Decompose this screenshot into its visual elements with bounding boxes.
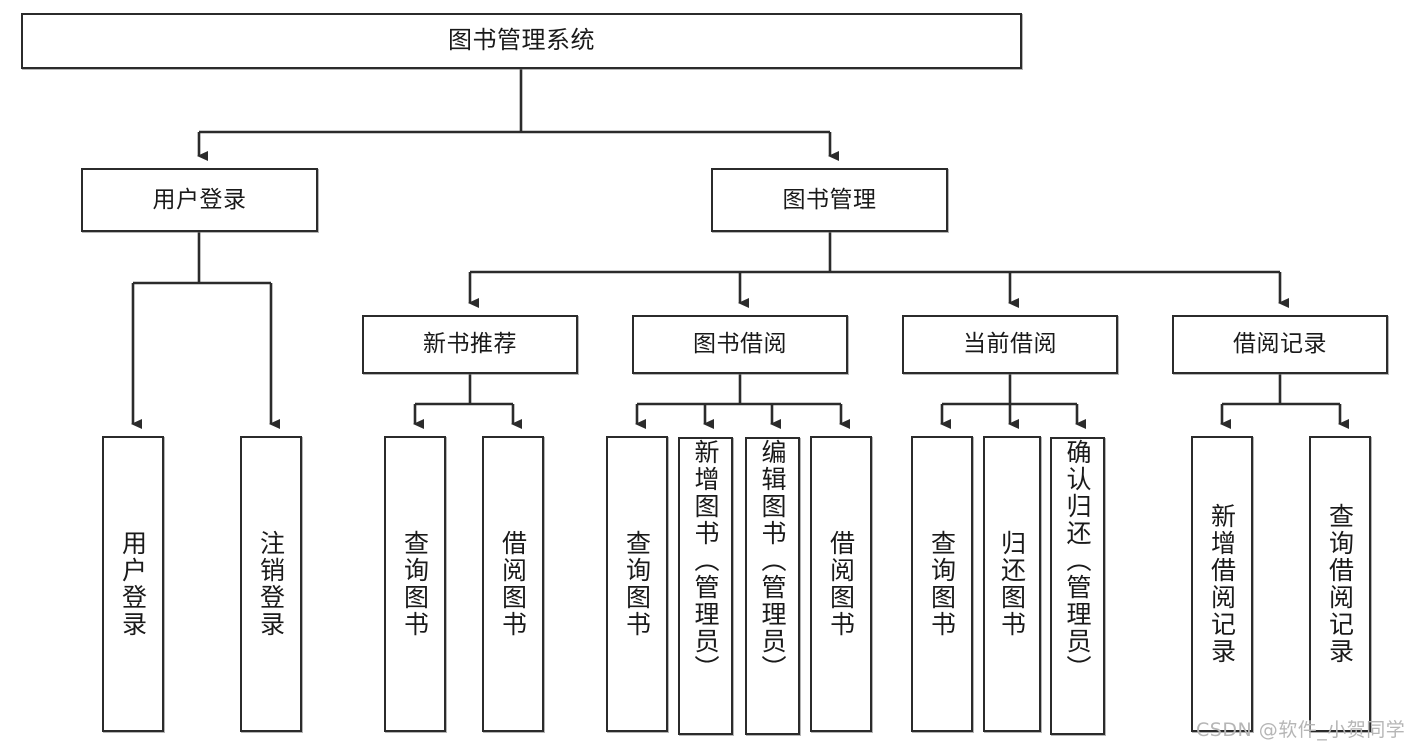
watermark: CSDN @软件_小贺同学 [1196, 719, 1405, 741]
node-label: 新增借阅记录 [1207, 503, 1237, 665]
node-label: 借阅记录 [1233, 331, 1327, 358]
leaf-borrow-book[interactable]: 借阅图书 [810, 436, 872, 732]
leaf-borrow-book-recommend[interactable]: 借阅图书 [482, 436, 544, 732]
node-label: 查询图书 [927, 530, 957, 638]
node-label: 编辑图书（管理员） [758, 439, 787, 682]
node-label: 查询图书 [400, 530, 430, 638]
leaf-query-book-borrow[interactable]: 查询图书 [606, 436, 668, 732]
leaf-edit-book-admin[interactable]: 编辑图书（管理员） [745, 437, 800, 735]
leaf-confirm-return-admin[interactable]: 确认归还（管理员） [1050, 437, 1105, 735]
leaf-add-borrow-record[interactable]: 新增借阅记录 [1191, 436, 1253, 732]
node-user-login[interactable]: 用户登录 [81, 168, 318, 232]
leaf-user-login[interactable]: 用户登录 [102, 436, 164, 732]
node-label: 确认归还（管理员） [1063, 439, 1092, 682]
node-label: 新增图书（管理员） [691, 439, 720, 682]
node-label: 用户登录 [118, 530, 148, 638]
node-label: 注销登录 [256, 530, 286, 638]
node-label: 当前借阅 [963, 331, 1057, 358]
node-label: 新书推荐 [423, 331, 517, 358]
node-label: 归还图书 [997, 530, 1027, 638]
node-book-management[interactable]: 图书管理 [711, 168, 948, 232]
node-label: 借阅图书 [498, 530, 528, 638]
node-label: 图书管理系统 [448, 26, 595, 55]
node-label: 图书管理 [782, 186, 877, 213]
node-current-borrow[interactable]: 当前借阅 [902, 315, 1118, 374]
leaf-logout[interactable]: 注销登录 [240, 436, 302, 732]
node-label: 查询借阅记录 [1325, 503, 1355, 665]
node-label: 图书借阅 [693, 331, 787, 358]
node-root-book-management-system[interactable]: 图书管理系统 [21, 13, 1022, 69]
node-label: 用户登录 [152, 186, 247, 213]
leaf-add-book-admin[interactable]: 新增图书（管理员） [678, 437, 733, 735]
leaf-query-book-recommend[interactable]: 查询图书 [384, 436, 446, 732]
node-label: 查询图书 [622, 530, 652, 638]
node-new-book-recommend[interactable]: 新书推荐 [362, 315, 578, 374]
node-book-borrow[interactable]: 图书借阅 [632, 315, 848, 374]
leaf-query-book-current[interactable]: 查询图书 [911, 436, 973, 732]
leaf-query-borrow-record[interactable]: 查询借阅记录 [1309, 436, 1371, 732]
node-borrow-record[interactable]: 借阅记录 [1172, 315, 1388, 374]
node-label: 借阅图书 [826, 530, 856, 638]
leaf-return-book[interactable]: 归还图书 [983, 436, 1041, 732]
